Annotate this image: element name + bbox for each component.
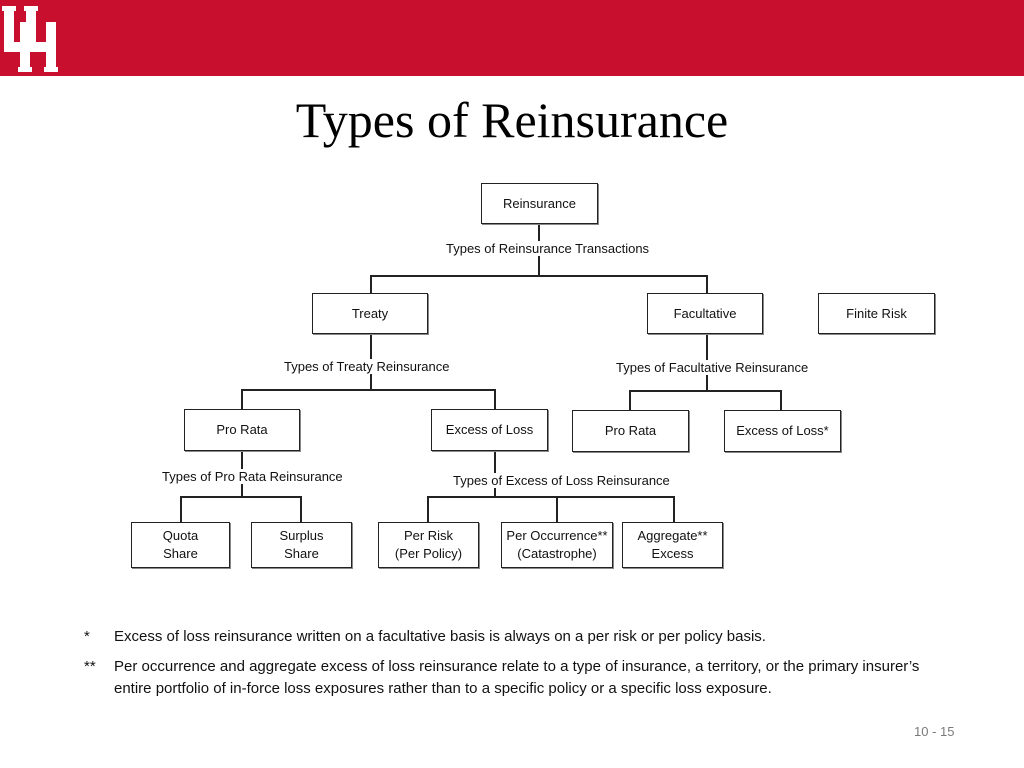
connector-line — [241, 389, 243, 409]
connector-line — [494, 389, 496, 409]
node-treaty-pro-rata: Pro Rata — [184, 409, 300, 451]
connector-line — [370, 275, 372, 293]
node-treaty: Treaty — [312, 293, 428, 334]
footnote-mark: ** — [84, 658, 96, 675]
connector-line — [427, 496, 674, 498]
node-per-occurrence: Per Occurrence** (Catastrophe) — [501, 522, 613, 568]
footnotes: * Excess of loss reinsurance written on … — [84, 626, 944, 708]
connector-line — [180, 496, 301, 498]
connector-line — [673, 496, 675, 522]
node-aggregate-excess: Aggregate** Excess — [622, 522, 723, 568]
node-quota-share: Quota Share — [131, 522, 230, 568]
label-types-of-excess-of-loss-reinsurance: Types of Excess of Loss Reinsurance — [451, 473, 672, 488]
node-surplus-share: Surplus Share — [251, 522, 352, 568]
node-facultative-excess-of-loss: Excess of Loss* — [724, 410, 841, 452]
footnote: * Excess of loss reinsurance written on … — [84, 626, 944, 648]
node-facultative: Facultative — [647, 293, 763, 334]
node-treaty-excess-of-loss: Excess of Loss — [431, 409, 548, 451]
label-types-of-treaty-reinsurance: Types of Treaty Reinsurance — [282, 359, 452, 374]
label-types-of-pro-rata-reinsurance: Types of Pro Rata Reinsurance — [160, 469, 345, 484]
reinsurance-hierarchy-diagram: Reinsurance Types of Reinsurance Transac… — [0, 170, 1024, 590]
footnote: ** Per occurrence and aggregate excess o… — [84, 656, 944, 700]
connector-line — [629, 390, 631, 410]
footnote-mark: * — [84, 628, 90, 645]
connector-line — [427, 496, 429, 522]
connector-line — [300, 496, 302, 522]
connector-line — [180, 496, 182, 522]
node-per-risk: Per Risk (Per Policy) — [378, 522, 479, 568]
connector-line — [629, 390, 781, 392]
connector-line — [556, 496, 558, 522]
label-types-of-facultative-reinsurance: Types of Facultative Reinsurance — [614, 360, 811, 375]
connector-line — [780, 390, 782, 410]
footnote-text: Per occurrence and aggregate excess of l… — [114, 658, 920, 697]
node-facultative-pro-rata: Pro Rata — [572, 410, 689, 452]
slide-title: Types of Reinsurance — [295, 92, 729, 148]
page-number: 10 - 15 — [914, 724, 955, 739]
connector-line — [241, 389, 495, 391]
footnote-text: Excess of loss reinsurance written on a … — [114, 628, 766, 645]
label-types-of-reinsurance-transactions: Types of Reinsurance Transactions — [444, 241, 652, 256]
node-reinsurance: Reinsurance — [481, 183, 598, 224]
uh-logo-icon — [2, 6, 58, 72]
node-finite-risk: Finite Risk — [818, 293, 935, 334]
connector-line — [370, 275, 707, 277]
header-bar — [0, 0, 1024, 76]
connector-line — [706, 275, 708, 293]
